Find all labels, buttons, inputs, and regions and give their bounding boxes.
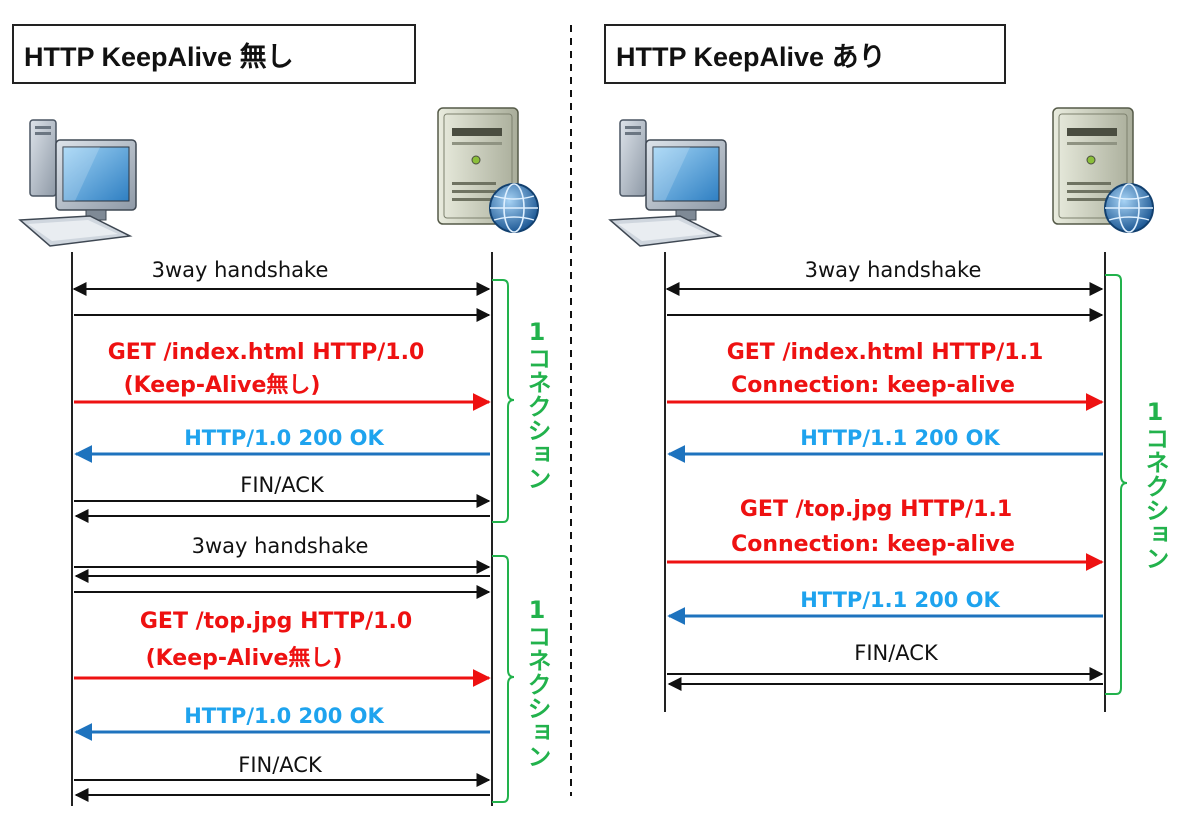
- connection-text: コネクション: [1141, 426, 1169, 570]
- request-label: (Keep-Alive無し): [123, 373, 321, 398]
- request-label: (Keep-Alive無し): [145, 646, 343, 671]
- panel-title-left: HTTP KeepAlive 無し: [12, 24, 416, 84]
- handshake-label: 3way handshake: [191, 534, 369, 558]
- response-label: HTTP/1.1 200 OK: [800, 426, 1000, 450]
- connection-count: 1: [528, 596, 546, 624]
- connection-label: 1 コネクション: [1138, 398, 1172, 570]
- request-label: Connection: keep-alive: [731, 373, 1015, 398]
- connection-count: 1: [1146, 398, 1164, 426]
- connection-label: 1 コネクション: [520, 596, 554, 768]
- response-label: HTTP/1.0 200 OK: [184, 426, 384, 450]
- connection-text: コネクション: [523, 346, 551, 490]
- connection-count: 1: [528, 318, 546, 346]
- connection-brace: [492, 279, 515, 523]
- fin-label: FIN/ACK: [238, 753, 322, 777]
- web-server-icon: [1052, 107, 1154, 233]
- handshake-label: 3way handshake: [804, 258, 982, 282]
- client-computer-icon: [609, 119, 727, 247]
- request-label: GET /top.jpg HTTP/1.0: [139, 609, 413, 634]
- panel-title-right: HTTP KeepAlive あり: [604, 24, 1006, 84]
- panel-title-text: HTTP KeepAlive 無し: [24, 41, 294, 72]
- fin-label: FIN/ACK: [854, 641, 938, 665]
- request-label: GET /index.html HTTP/1.0: [107, 340, 425, 365]
- web-server-icon: [437, 107, 539, 233]
- response-label: HTTP/1.0 200 OK: [184, 704, 384, 728]
- response-label: HTTP/1.1 200 OK: [800, 588, 1000, 612]
- connection-brace: [492, 555, 515, 803]
- connection-text: コネクション: [523, 624, 551, 768]
- connection-brace: [1105, 274, 1128, 695]
- request-label: GET /top.jpg HTTP/1.1: [739, 497, 1013, 522]
- request-label: Connection: keep-alive: [731, 532, 1015, 557]
- request-label: GET /index.html HTTP/1.1: [726, 340, 1044, 365]
- client-computer-icon: [19, 119, 137, 247]
- panel-title-text: HTTP KeepAlive あり: [616, 41, 886, 72]
- handshake-label: 3way handshake: [151, 258, 329, 282]
- connection-label: 1 コネクション: [520, 318, 554, 490]
- fin-label: FIN/ACK: [240, 473, 324, 497]
